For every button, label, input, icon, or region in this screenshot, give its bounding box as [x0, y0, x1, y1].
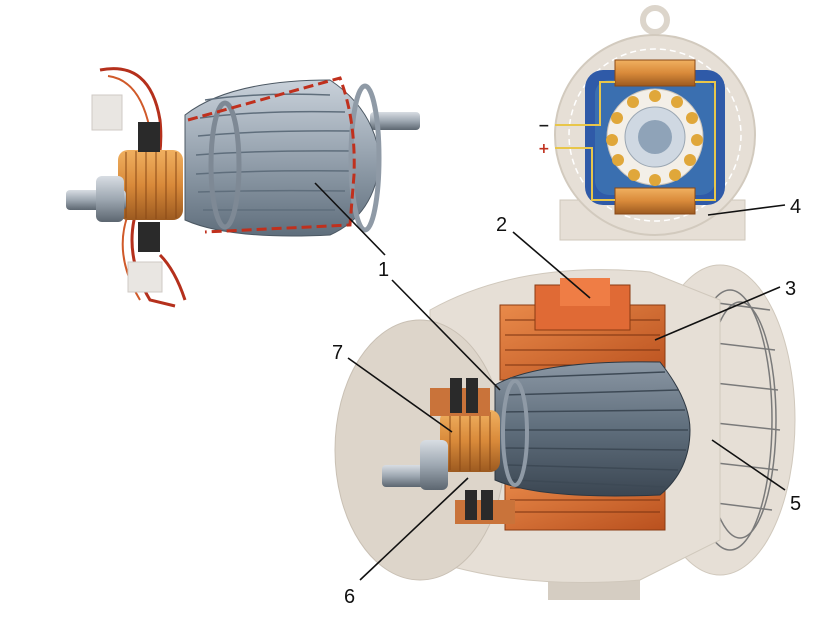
- leader-4: [707, 204, 786, 216]
- callout-5: 5: [790, 493, 801, 515]
- terminal-negative: −: [538, 118, 550, 134]
- leader-lines: [314, 182, 786, 581]
- callout-1: 1: [378, 259, 389, 281]
- field-wiring: [555, 81, 716, 201]
- field-coil-top: [614, 59, 696, 87]
- commutator-segments: [449, 411, 491, 471]
- field-pole-core-top: [560, 278, 610, 306]
- armature-slots: [501, 371, 688, 488]
- field-coil-bottom: [614, 187, 696, 215]
- commutator-segments: [125, 151, 177, 219]
- shaft-end: [370, 112, 420, 130]
- leader-3: [654, 286, 781, 341]
- shaft-section: [638, 120, 672, 154]
- motor-cross-section: − +: [538, 5, 756, 241]
- leader-1-bottom: [391, 279, 501, 391]
- brush: [465, 490, 477, 520]
- callout-7: 7: [332, 342, 343, 364]
- armature-band: [208, 100, 242, 230]
- leader-2: [512, 231, 591, 299]
- shaft-collar: [96, 176, 124, 222]
- armature-coil-path: [187, 76, 356, 234]
- armature-slot-symbols: [606, 90, 703, 186]
- housing-inner-rim: [568, 48, 742, 222]
- brush: [138, 122, 160, 152]
- armature-band: [501, 379, 529, 487]
- armature-detail: [66, 67, 420, 308]
- lifting-eye: [640, 5, 670, 35]
- callout-4: 4: [790, 196, 801, 218]
- brush: [450, 378, 462, 413]
- callout-6: 6: [344, 586, 355, 608]
- leader-7: [347, 357, 453, 433]
- brush-holder-outline: [91, 94, 123, 131]
- brush-holder-outline: [127, 261, 163, 293]
- brush: [481, 490, 493, 520]
- brush: [466, 378, 478, 413]
- brush: [138, 222, 160, 252]
- armature: [494, 361, 691, 497]
- armature-band: [348, 83, 382, 233]
- shaft-collar: [420, 440, 448, 490]
- callout-2: 2: [496, 214, 507, 236]
- leader-6: [359, 477, 469, 581]
- leader-5: [711, 439, 786, 491]
- leader-1-top: [314, 182, 386, 256]
- commutator: [118, 150, 183, 220]
- callout-3: 3: [785, 278, 796, 300]
- terminal-positive: +: [538, 141, 550, 157]
- motor-assembly: [334, 264, 796, 600]
- brush-lead-wire: [158, 253, 187, 301]
- callout-labels: 1 2 3 4 5 6 7: [332, 196, 801, 608]
